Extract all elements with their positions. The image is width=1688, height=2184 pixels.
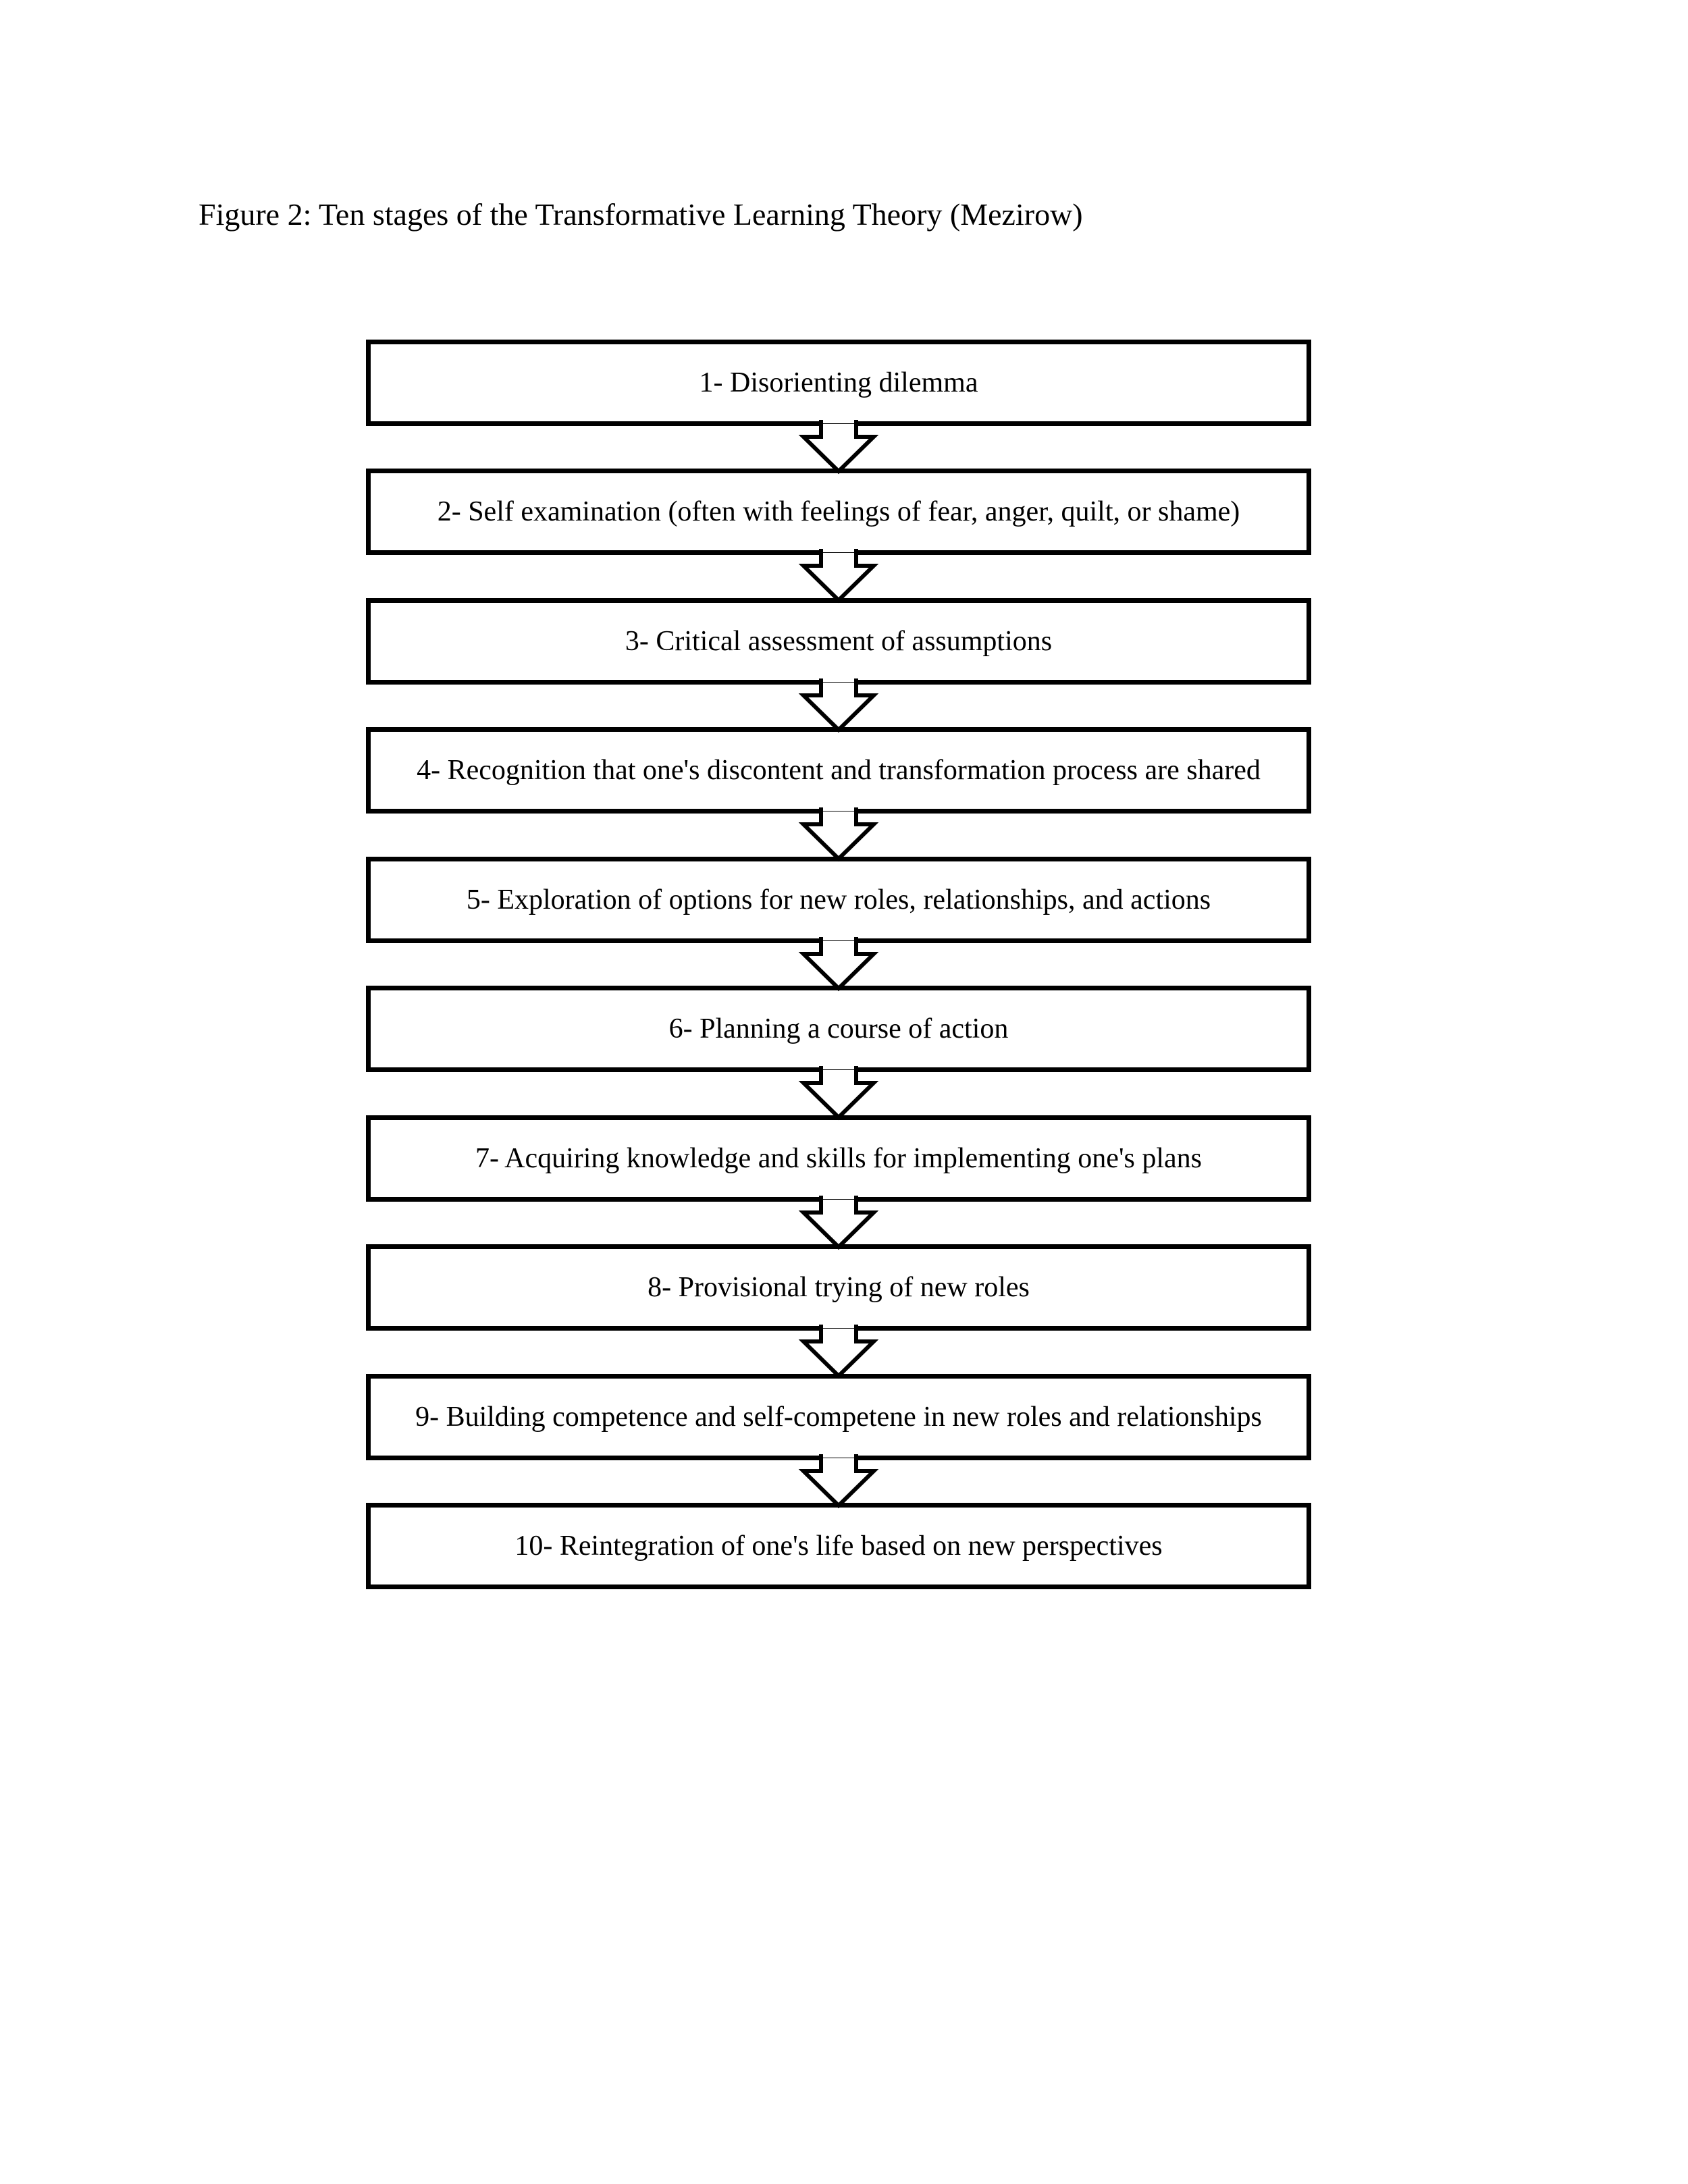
stage-label: 9- Building competence and self-competen…: [415, 1402, 1262, 1433]
figure-caption: Figure 2: Ten stages of the Transformati…: [199, 197, 1083, 232]
stage-box-4: 4- Recognition that one's discontent and…: [366, 727, 1311, 814]
stage-label: 8- Provisional trying of new roles: [648, 1272, 1030, 1303]
stage-label: 5- Exploration of options for new roles,…: [466, 884, 1211, 915]
stage-box-10: 10- Reintegration of one's life based on…: [366, 1503, 1311, 1589]
stage-box-7: 7- Acquiring knowledge and skills for im…: [366, 1115, 1311, 1202]
down-arrow-icon: [798, 419, 879, 475]
down-arrow-icon: [798, 936, 879, 992]
down-arrow-icon: [798, 1065, 879, 1121]
stage-label: 7- Acquiring knowledge and skills for im…: [475, 1143, 1203, 1174]
down-arrow-icon: [798, 678, 879, 733]
stage-label: 3- Critical assessment of assumptions: [625, 626, 1053, 657]
stage-label: 4- Recognition that one's discontent and…: [417, 755, 1261, 786]
stage-label: 10- Reintegration of one's life based on…: [515, 1530, 1163, 1562]
stage-box-3: 3- Critical assessment of assumptions: [366, 598, 1311, 685]
down-arrow-icon: [798, 1324, 879, 1379]
stage-box-9: 9- Building competence and self-competen…: [366, 1374, 1311, 1460]
stage-box-5: 5- Exploration of options for new roles,…: [366, 857, 1311, 943]
down-arrow-icon: [798, 807, 879, 862]
down-arrow-icon: [798, 1195, 879, 1250]
down-arrow-icon: [798, 1454, 879, 1509]
stage-box-2: 2- Self examination (often with feelings…: [366, 469, 1311, 555]
stage-label: 2- Self examination (often with feelings…: [437, 496, 1240, 527]
stage-label: 1- Disorienting dilemma: [699, 367, 978, 398]
stage-label: 6- Planning a course of action: [668, 1013, 1009, 1044]
stage-box-1: 1- Disorienting dilemma: [366, 340, 1311, 426]
stage-box-6: 6- Planning a course of action: [366, 986, 1311, 1072]
down-arrow-icon: [798, 548, 879, 604]
stage-box-8: 8- Provisional trying of new roles: [366, 1244, 1311, 1331]
